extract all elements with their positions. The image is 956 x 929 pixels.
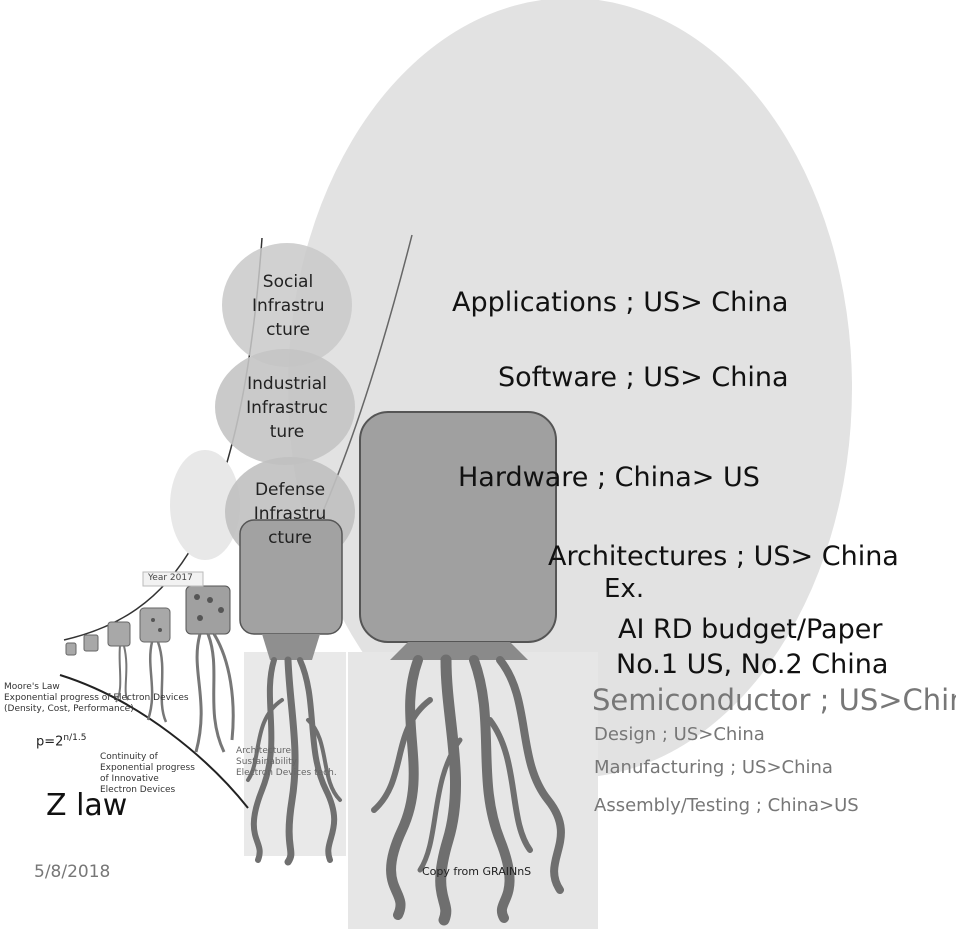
ai-rank-label: No.1 US, No.2 China [616,649,888,680]
formula: p=2n/1.5 [36,733,86,749]
ai-budget-label: AI RD budget/Paper [618,614,882,645]
social-line-3: cture [252,318,324,342]
industrial-line-1: Industrial [242,372,332,396]
example-label: Ex. [604,574,644,604]
semiconductor-rank: Semiconductor ; US>China [592,683,956,717]
device-icons [66,586,233,752]
defense-line-1: Defense [250,478,330,502]
design-rank: Design ; US>China [594,724,765,745]
continuity-line-1: Continuity of [100,752,210,763]
moores-law-line-3: (Density, Cost, Performance) [4,704,194,715]
hardware-rank: Hardware ; China> US [458,462,760,493]
assembly-rank: Assembly/Testing ; China>US [594,795,859,816]
formula-exponent: n/1.5 [63,733,86,743]
formula-base: p=2 [36,734,63,749]
architectures-rank: Architectures ; US> China [548,541,899,572]
architecture-faint-line-2: Sustainability [236,757,346,768]
software-rank: Software ; US> China [498,362,789,393]
social-line-2: Infrastru [252,294,324,318]
applications-rank: Applications ; US> China [452,287,788,318]
medium-box-neck [262,634,320,660]
date-label: 5/8/2018 [34,862,110,882]
social-infrastructure-label: Social Infrastru cture [252,270,324,342]
year-label: Year 2017 [148,573,193,583]
moores-law-label: Moore's Law Exponential progress of Elec… [4,682,194,715]
z-law-label: Z law [46,788,127,823]
architecture-faint-label: Architecture Sustainability Electron Dev… [236,746,346,779]
defense-line-2: Infrastru [250,502,330,526]
industrial-infrastructure-label: Industrial Infrastruc ture [242,372,332,444]
large-box-neck [390,642,528,660]
architecture-faint-line-1: Architecture [236,746,346,757]
social-line-1: Social [252,270,324,294]
manufacturing-rank: Manufacturing ; US>China [594,757,833,778]
defense-infrastructure-label: Defense Infrastru cture [250,478,330,550]
moores-law-title: Moore's Law [4,682,194,693]
defense-line-3: cture [250,526,330,550]
continuity-line-2: Exponential progress [100,763,210,774]
moores-law-line-2: Exponential progress of Electron Devices [4,693,194,704]
industrial-line-3: ture [242,420,332,444]
industrial-line-2: Infrastruc [242,396,332,420]
architecture-faint-line-3: Electron Devices tech. [236,768,346,779]
copy-credit: Copy from GRAINnS [422,865,531,878]
continuity-line-3: of Innovative [100,774,210,785]
large-device-box [360,412,556,642]
